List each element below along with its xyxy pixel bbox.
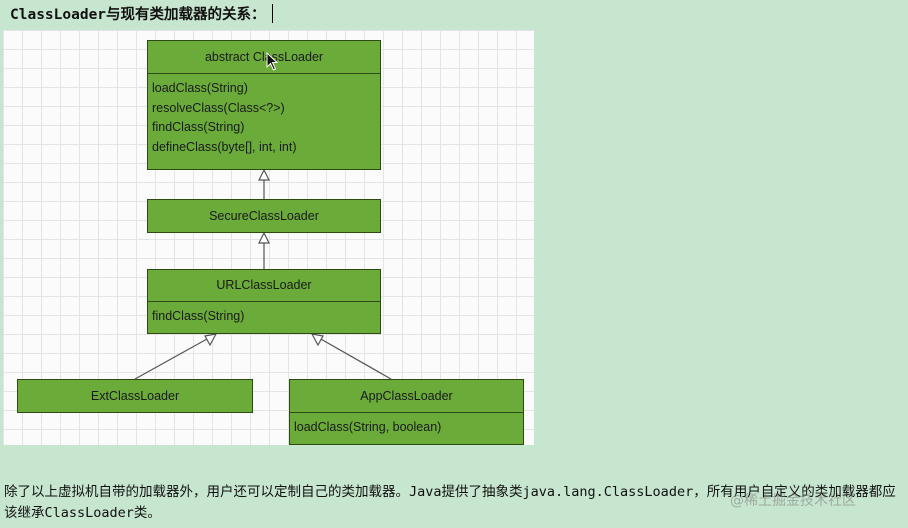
class-box-secure-classloader: SecureClassLoader [147, 199, 381, 233]
heading-text: 与现有类加载器的关系： [106, 7, 266, 23]
class-methods: findClass(String) [152, 307, 378, 327]
description-paragraph: 除了以上虚拟机自带的加载器外，用户还可以定制自己的类加载器。Java提供了抽象类… [4, 482, 906, 524]
class-name: ExtClassLoader [90, 389, 180, 403]
class-methods: loadClass(String, boolean) [294, 418, 521, 438]
secure-arrowhead [258, 231, 270, 244]
method-label: findClass(String) [152, 120, 245, 134]
method-label: defineClass(byte[], int, int) [152, 139, 297, 154]
method-label: loadClass(String) [152, 81, 248, 95]
paragraph-text: 类。 [133, 505, 161, 521]
class-divider [290, 412, 523, 413]
class-name: URLClassLoader [216, 278, 312, 292]
section-heading: ClassLoader与现有类加载器的关系： [10, 3, 273, 23]
paragraph-text: ，所有用户自定义的类加载器都应该继承 [4, 484, 896, 521]
method-label: findClass(String) [152, 309, 245, 323]
method-label: loadClass(String, boolean) [294, 420, 442, 434]
class-name: SecureClassLoader [209, 209, 319, 223]
class-box-url-classloader: URLClassLoader findClass(String) [147, 269, 381, 334]
paragraph-code: ClassLoader [44, 505, 134, 521]
class-divider [148, 73, 380, 74]
class-box-abstract-classloader: abstract ClassLoader loadClass(String) r… [147, 40, 381, 170]
class-name: abstract ClassLoader [204, 50, 324, 64]
url-arrowhead-left [204, 333, 218, 347]
class-diagram: abstract ClassLoader loadClass(String) r… [3, 30, 534, 445]
heading-code: ClassLoader [10, 7, 107, 23]
watermark: @稀土掘金技术社区 [730, 493, 856, 509]
paragraph-code: java.lang.ClassLoader [522, 484, 694, 500]
url-arrowhead-right [310, 333, 324, 347]
ext-to-url-line [134, 333, 217, 380]
paragraph-text: 提供了抽象类 [441, 484, 523, 500]
paragraph-text: 除了以上虚拟机自带的加载器外，用户还可以定制自己的类加载器。 [4, 484, 409, 500]
classloader-arrowhead [258, 168, 270, 181]
inheritance-arrows [134, 168, 392, 380]
method-label: resolveClass(Class<?>) [152, 100, 285, 115]
text-cursor [271, 4, 273, 23]
class-name: AppClassLoader [360, 389, 453, 403]
class-divider [148, 301, 380, 302]
mouse-pointer-icon [266, 52, 279, 71]
class-box-ext-classloader: ExtClassLoader [17, 379, 253, 413]
class-box-app-classloader: AppClassLoader loadClass(String, boolean… [289, 379, 524, 445]
app-to-url-line [311, 333, 392, 380]
class-methods: loadClass(String) resolveClass(Class<?>)… [152, 79, 378, 157]
paragraph-code: Java [409, 484, 442, 500]
